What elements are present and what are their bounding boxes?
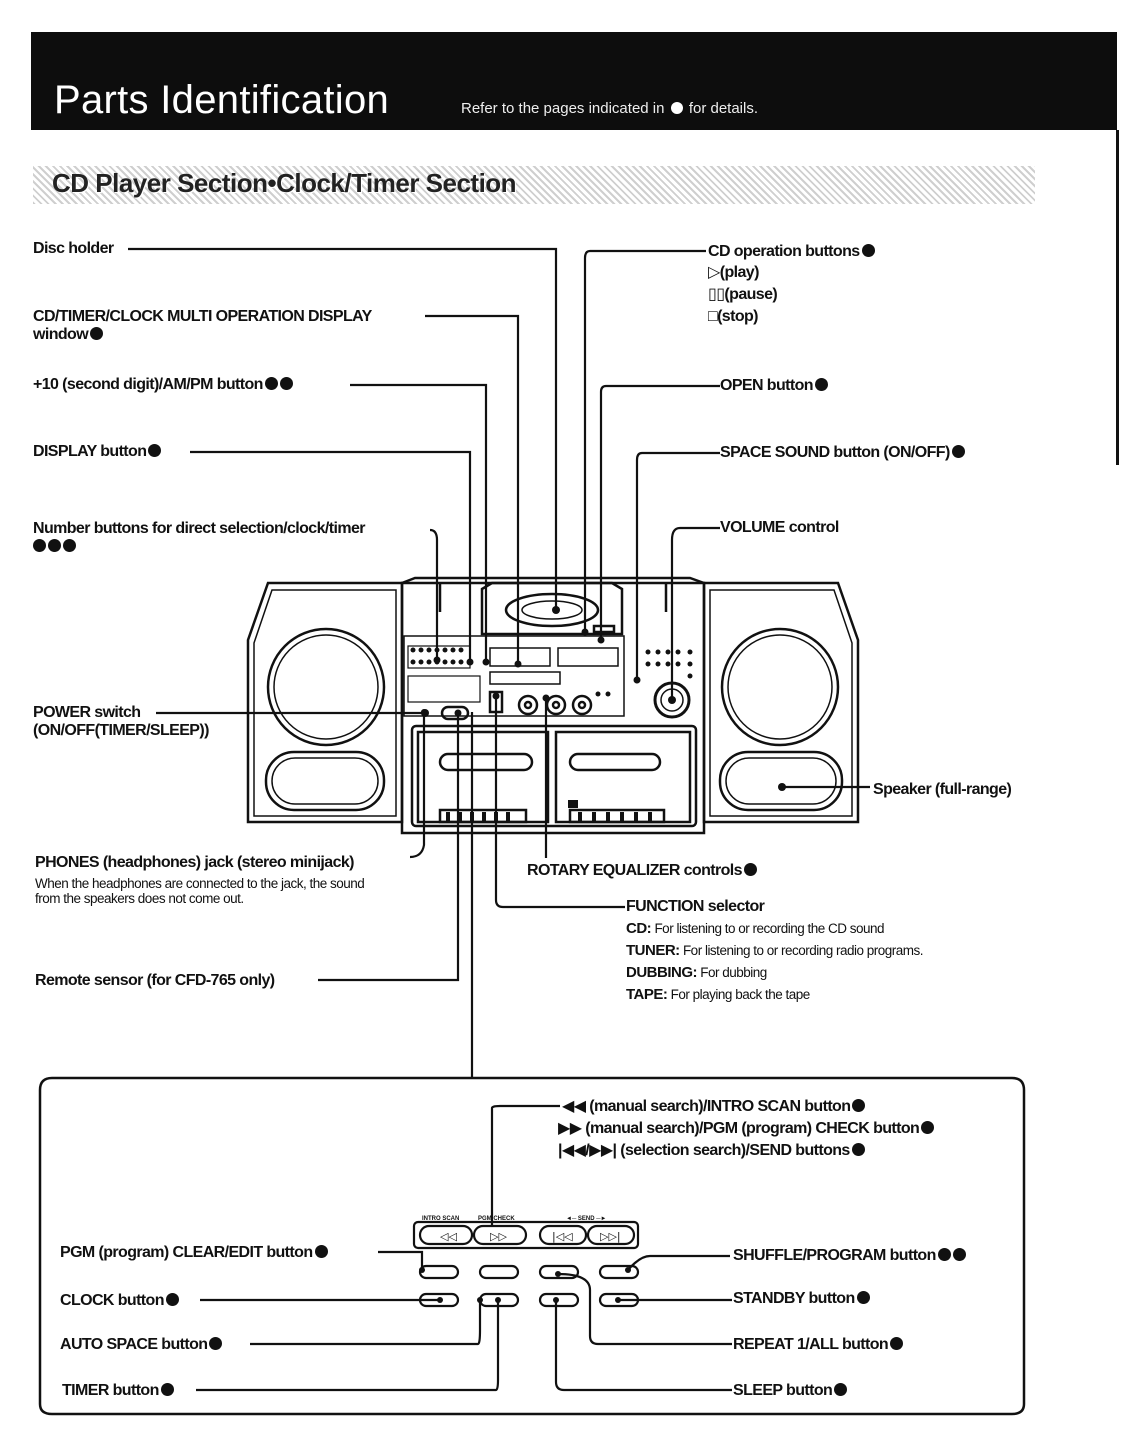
bullet-icon: [851, 1143, 865, 1156]
label-timer-button: TIMER button: [62, 1382, 174, 1400]
bullet-icon: [314, 1245, 328, 1258]
bullet-icon: [834, 1383, 848, 1396]
section-banner: [33, 166, 1035, 204]
label-plus10-button: +10 (second digit)/AM/PM button: [33, 376, 293, 394]
bullet-icon: [160, 1383, 174, 1396]
svg-text:PGM CHECK: PGM CHECK: [478, 1216, 515, 1222]
label-standby: STANDBY button: [733, 1290, 870, 1308]
label-play: ▷(play): [708, 264, 759, 281]
pause-icon: ▯▯: [708, 286, 725, 303]
bullet-icon: [264, 377, 278, 390]
label-auto-space: AUTO SPACE button: [60, 1336, 223, 1354]
page-subtitle: Refer to the pages indicated in for deta…: [461, 100, 759, 117]
bullet-icon: [952, 1248, 966, 1261]
label-phones-jack: PHONES (headphones) jack (stereo minijac…: [35, 854, 355, 871]
label-space-sound: SPACE SOUND button (ON/OFF): [720, 444, 965, 462]
svg-text:◁◁: ◁◁: [440, 1230, 457, 1243]
label-pgm-clear: PGM (program) CLEAR/EDIT button: [60, 1244, 328, 1262]
header-bar: [31, 32, 1117, 130]
bullet-icon: [921, 1121, 935, 1134]
stop-icon: □: [708, 308, 718, 325]
play-icon: ▷: [708, 264, 720, 281]
label-power-switch: POWER switch(ON/OFF(TIMER/SLEEP)): [33, 704, 209, 739]
label-disc-holder: Disc holder: [33, 240, 114, 257]
label-clock-button: CLOCK button: [60, 1292, 179, 1310]
function-tape: TAPE: For playing back the tape: [626, 986, 810, 1003]
bullet-icon: [279, 377, 293, 390]
svg-text:◄─ SEND ─►: ◄─ SEND ─►: [566, 1216, 606, 1222]
svg-text:|◁◁: |◁◁: [552, 1230, 573, 1243]
bullet-icon: [148, 444, 162, 457]
bullet-icon: [209, 1337, 223, 1350]
bullet-icon: [63, 538, 76, 552]
bullet-icon: [856, 1291, 870, 1304]
label-pause: ▯▯(pause): [708, 286, 778, 303]
label-send: |◀◀/▶▶| (selection search)/SEND buttons: [558, 1142, 865, 1160]
label-open-button: OPEN button: [720, 377, 828, 395]
bullet-icon: [852, 1099, 866, 1112]
label-function-selector: FUNCTION selector: [626, 898, 765, 915]
fast-forward-icon: ▶▶: [558, 1120, 582, 1137]
label-repeat: REPEAT 1/ALL button: [733, 1336, 904, 1354]
bullet-icon: [890, 1337, 904, 1350]
bullet-icon: [165, 1293, 179, 1306]
svg-text:▷▷|: ▷▷|: [600, 1230, 621, 1243]
bullet-icon: [48, 538, 61, 552]
label-stop: □(stop): [708, 308, 759, 325]
function-dubbing: DUBBING: For dubbing: [626, 964, 767, 981]
label-cd-operation: CD operation buttons: [708, 243, 875, 261]
bullet-icon: [937, 1248, 951, 1261]
function-cd: CD: For listening to or recording the CD…: [626, 920, 885, 937]
svg-text:▷▷: ▷▷: [490, 1230, 507, 1243]
bullet-icon: [90, 326, 104, 340]
bullet-icon: [670, 102, 683, 114]
bullet-icon: [951, 445, 965, 458]
label-pgm-check: ▶▶ (manual search)/PGM (program) CHECK b…: [558, 1120, 935, 1138]
section-title: CD Player Section•Clock/Timer Section: [52, 168, 517, 198]
label-remote-sensor: Remote sensor (for CFD-765 only): [35, 972, 275, 989]
label-shuffle: SHUFFLE/PROGRAM button: [733, 1247, 966, 1265]
svg-text:INTRO SCAN: INTRO SCAN: [422, 1216, 459, 1222]
rewind-icon: ◀◀: [562, 1098, 586, 1115]
label-display-button: DISPLAY button: [33, 443, 162, 461]
phones-note: When the headphones are connected to the…: [35, 876, 365, 906]
bullet-icon: [33, 538, 46, 552]
label-volume: VOLUME control: [720, 519, 839, 536]
function-tuner: TUNER: For listening to or recording rad…: [626, 942, 924, 959]
label-intro-scan: ◀◀ (manual search)/INTRO SCAN button: [562, 1098, 866, 1116]
page-title: Parts Identification: [54, 78, 390, 122]
bullet-icon: [814, 378, 828, 391]
bullet-icon: [861, 244, 875, 257]
label-rotary-eq: ROTARY EQUALIZER controls: [527, 862, 757, 880]
label-speaker: Speaker (full-range): [873, 781, 1012, 798]
label-number-buttons: Number buttons for direct selection/cloc…: [33, 520, 365, 555]
label-sleep: SLEEP button: [733, 1382, 848, 1400]
page-edge-rule: [1116, 130, 1119, 465]
bullet-icon: [743, 863, 757, 876]
skip-icon: |◀◀/▶▶|: [558, 1142, 617, 1159]
